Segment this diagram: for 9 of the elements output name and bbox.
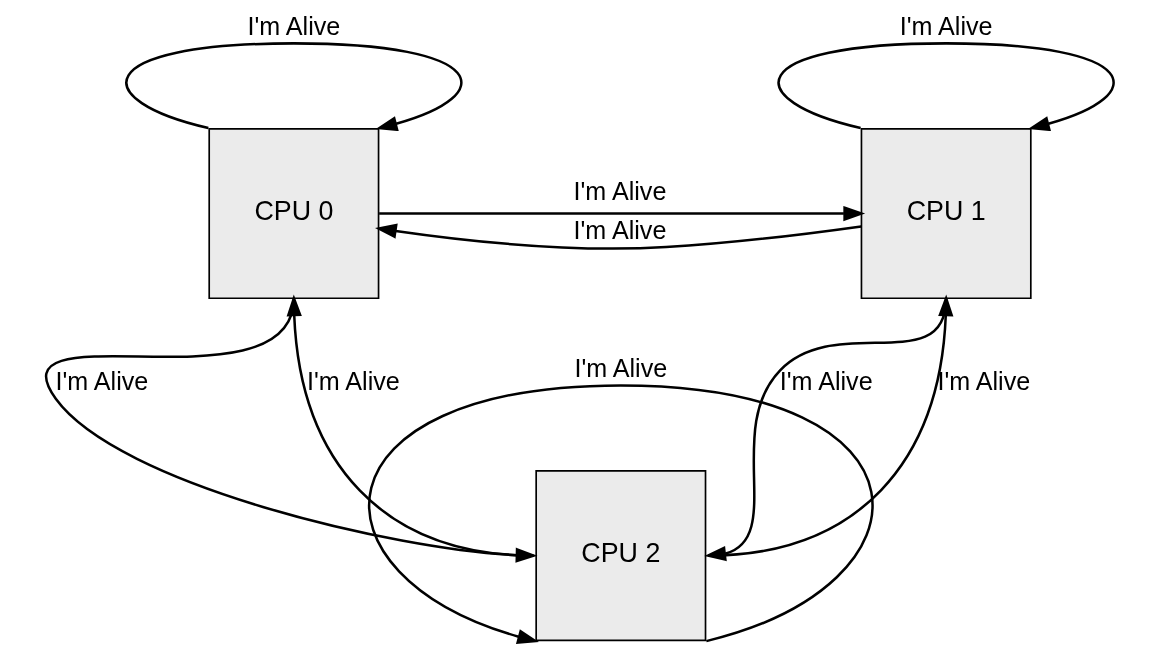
edge-label: I'm Alive	[899, 11, 993, 40]
edge-label: I'm Alive	[54, 367, 148, 396]
edge-label: I'm Alive	[306, 367, 400, 396]
edge-label: I'm Alive	[246, 11, 340, 40]
edge-label: I'm Alive	[779, 367, 873, 396]
edge-label: I'm Alive	[573, 354, 667, 383]
edge-label: I'm Alive	[573, 177, 666, 206]
edge-label: I'm Alive	[573, 215, 666, 244]
edge-label: I'm Alive	[936, 367, 1030, 396]
